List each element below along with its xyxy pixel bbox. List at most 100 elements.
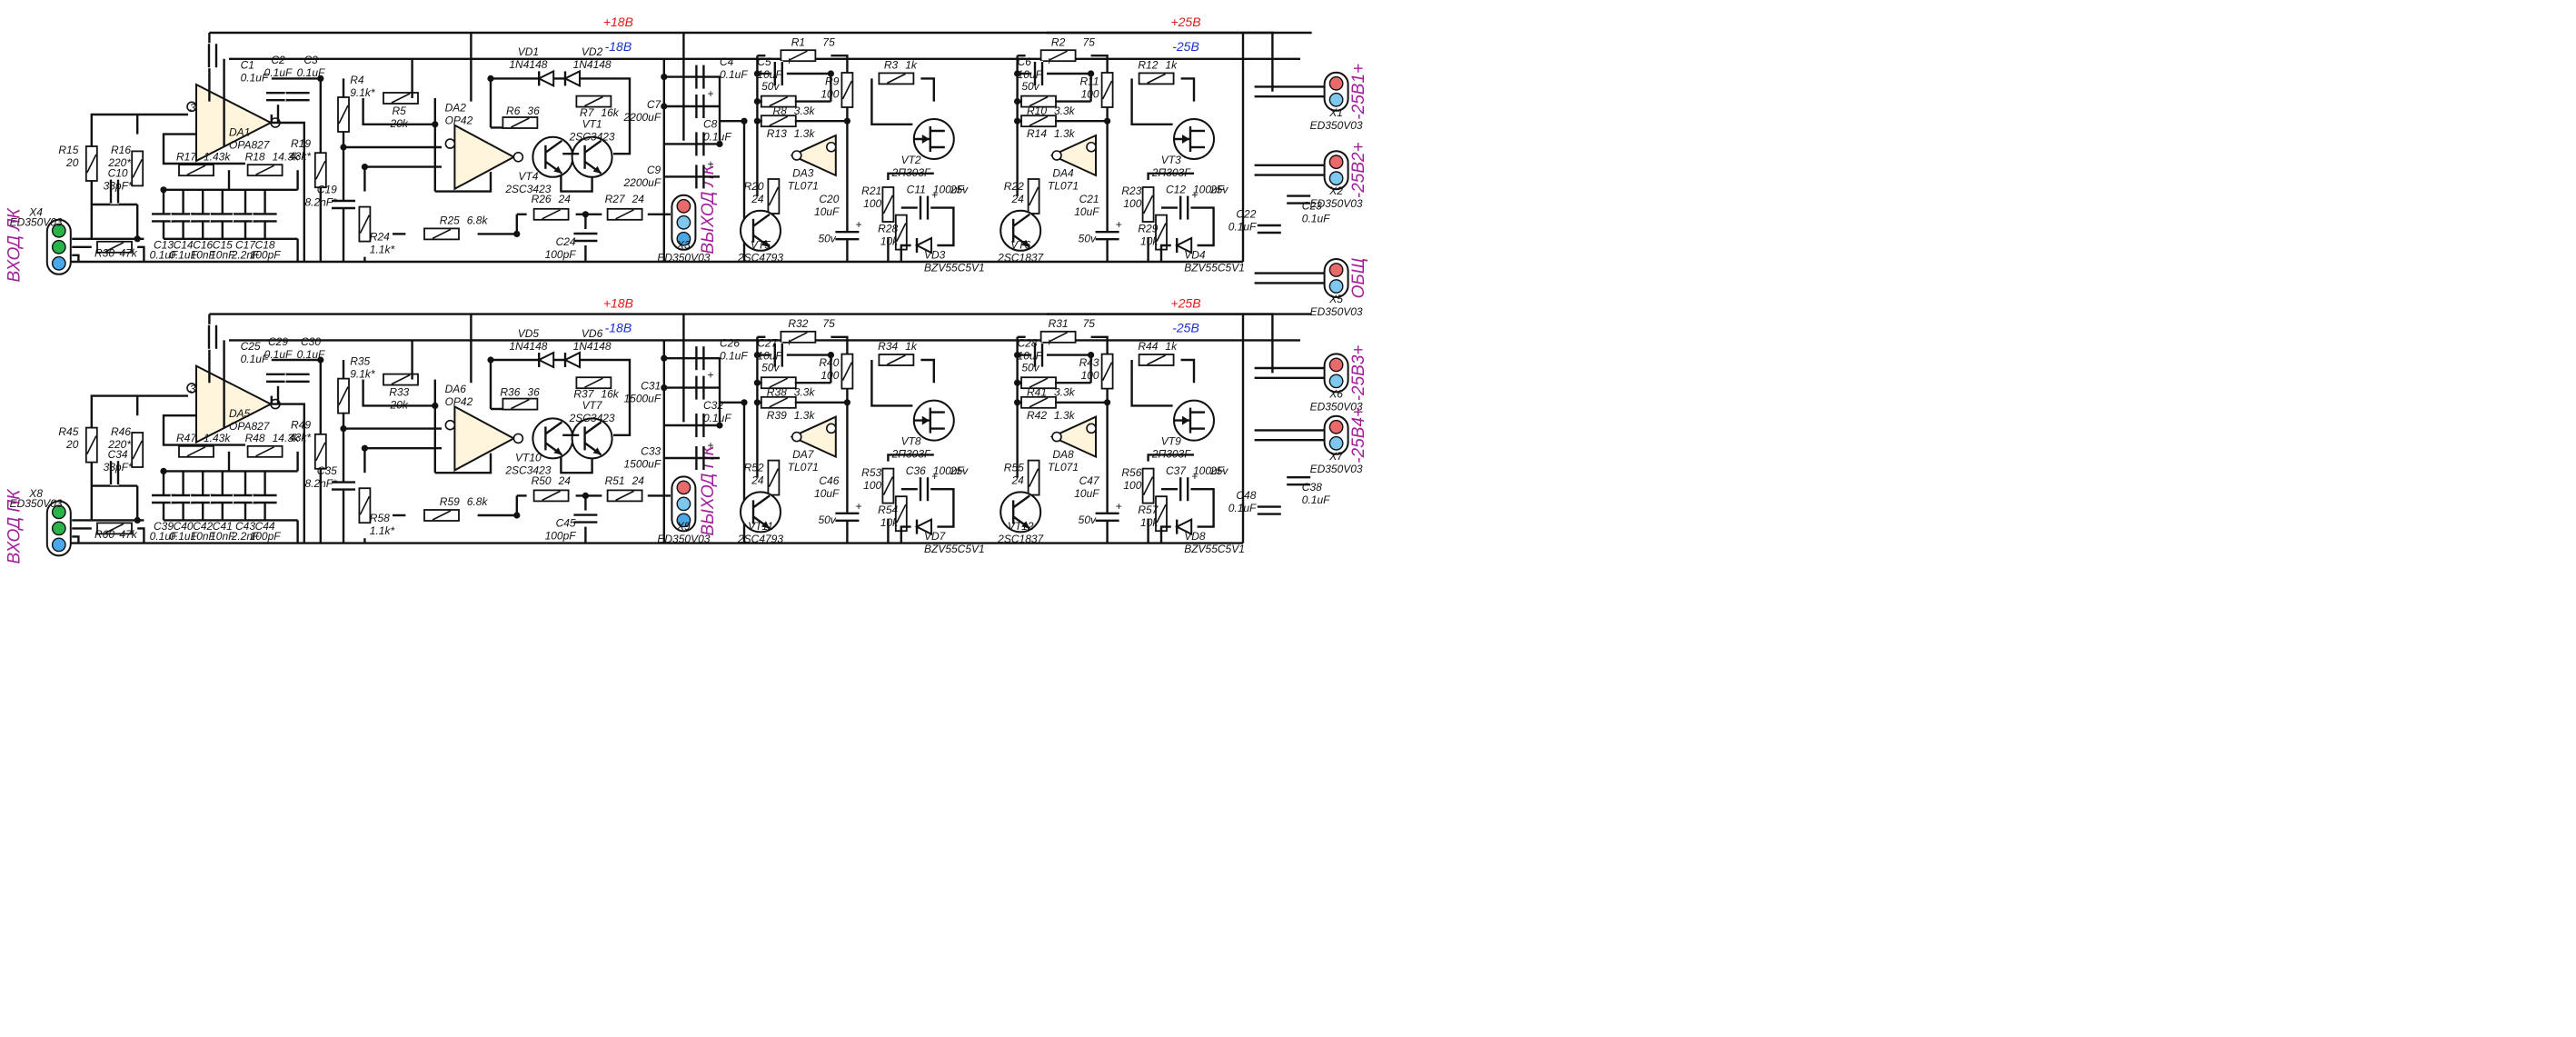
c-bank-value-0: 0.1uF	[150, 530, 178, 543]
junction-dot	[432, 121, 439, 128]
c-bank-ref-1: C40	[174, 520, 194, 533]
r25-mark	[432, 228, 452, 240]
c-sup-d-polarity: +	[707, 439, 713, 452]
c-x1-value: 0.1uF	[1228, 220, 1257, 233]
reg-a-c-z-value: 100uF	[933, 464, 965, 477]
q-a-model: 2SC3423	[569, 412, 615, 424]
c-bank-ref-4: C17	[235, 239, 256, 252]
q-b	[532, 135, 574, 178]
reg-b-zener-model: BZV55C5V1	[1184, 543, 1245, 555]
reg-b-jfet-ref: VT9	[1161, 435, 1181, 448]
reg-a-c-z-gap	[920, 194, 929, 221]
reg-a-r-div1-ref: R8	[772, 105, 787, 117]
q-b-collector	[544, 139, 563, 154]
c-bank-ref-3: C15	[213, 239, 233, 252]
w	[362, 98, 436, 192]
op2-inverting-dot	[444, 138, 456, 149]
d1	[536, 69, 555, 88]
r6-value: 36	[527, 105, 540, 117]
op1-inverting-dot	[186, 101, 197, 113]
c-bank-ref-4: C43	[235, 520, 255, 533]
input-label: ВХОД ЛК	[5, 207, 25, 283]
c-bank-1-gap	[170, 213, 196, 223]
reg-a-r-gate-value: 1k	[905, 340, 918, 353]
r-mid-mark	[315, 442, 326, 462]
r-in-b-value: 220*	[107, 156, 131, 169]
c-bank-0-gap	[151, 213, 176, 223]
input-resistor-mark	[104, 242, 124, 253]
w	[1180, 77, 1196, 102]
reg-b-r-gate-ref: R12	[1138, 59, 1158, 72]
reg-b-r-fb-ref: R11	[1079, 75, 1099, 88]
reg-a-op-model: TL071	[788, 179, 819, 192]
c-bank-value-5: 100pF	[250, 530, 282, 543]
reg-a-r-z-mark	[896, 504, 907, 523]
reg-b-zener-ref: VD4	[1184, 248, 1206, 261]
r27-value: 24	[632, 474, 645, 487]
r25-ref: R25	[440, 214, 460, 227]
c-out-gap	[572, 233, 599, 242]
r-in-a-value: 20	[65, 438, 79, 451]
r-in-a-value: 20	[65, 156, 79, 169]
reg-a-c-soft-polarity: +	[855, 500, 861, 513]
reg-b-jfet-arrow	[1182, 415, 1189, 425]
reg-b-r-fb-ref: R43	[1079, 356, 1099, 369]
c-x1-value: 0.1uF	[1228, 502, 1257, 514]
junction-dot	[716, 422, 723, 429]
reg-a-c-soft-voltage: 50v	[818, 232, 836, 244]
reg-b-c-soft-voltage: 50v	[1079, 514, 1097, 526]
reg-b-c-top-ref: C28	[1018, 337, 1038, 350]
c-bank-5-gap	[252, 494, 278, 504]
c-x1-ref: C48	[1236, 489, 1256, 502]
reg-a-r-src-ref: R53	[861, 466, 881, 479]
reg-b-c-z-ref: C37	[1166, 464, 1187, 477]
reg-a-r-div2-mark	[769, 397, 789, 408]
op1-model: OPA827	[229, 138, 271, 151]
junction-dot	[753, 98, 761, 105]
reg-a-c-z-voltage: 25v	[950, 183, 969, 195]
reg-b-r-gate-mark	[1147, 354, 1166, 365]
c-x2-value: 0.1uF	[1302, 494, 1330, 506]
reg-a-c-soft-ref: C46	[819, 474, 839, 487]
r-in-a-mark	[86, 154, 97, 174]
power-connector-3-pin-1	[1328, 263, 1344, 277]
reg-a-r-div2-ref: R39	[767, 409, 787, 422]
c-bank-ref-2: C42	[193, 520, 213, 533]
w	[137, 245, 145, 262]
r-low-mark	[359, 495, 371, 515]
reg-a-r-src-mark	[882, 194, 894, 214]
r-in-a-ref: R45	[58, 425, 78, 438]
c-bank-2-gap	[190, 494, 216, 504]
q-a-arrow	[592, 447, 602, 455]
r26-value: 24	[558, 193, 572, 205]
r-top-mark	[338, 105, 349, 125]
input-resistor-mark	[104, 523, 124, 534]
q-a-collector	[583, 421, 602, 435]
reg-a-r-div2-ref: R13	[767, 127, 787, 140]
r-in-b-value: 220*	[107, 438, 131, 451]
reg-b-r-z-value: 10k	[1140, 235, 1159, 248]
r-fb2-value: 14.3k	[273, 150, 300, 163]
reg-b-c-z-voltage: 25v	[1209, 464, 1228, 477]
output-connector-model: ED350V03	[657, 533, 710, 545]
r-in-a-mark	[86, 435, 97, 454]
reg-b-c-z-ref: C12	[1166, 183, 1186, 195]
r26-ref: R50	[532, 474, 552, 487]
c-pair-b-ref: C3	[303, 54, 318, 66]
d2	[562, 69, 581, 88]
c-pair-a-ref: C2	[271, 54, 285, 66]
r-top-ref: R35	[350, 354, 370, 367]
reg-a-c-top-gap	[773, 61, 783, 86]
reg-a-c-soft-value: 10uF	[814, 205, 840, 218]
w	[489, 358, 632, 437]
reg-a-q-pass-ref: VT11	[748, 520, 773, 533]
trim-mark	[391, 374, 411, 385]
reg-a-r-gate-ref: R34	[878, 340, 898, 353]
w	[663, 357, 721, 423]
output-connector-ref: X3	[676, 239, 691, 252]
power-connector-1-pin-2	[1328, 92, 1344, 107]
c-fb-a-ref: C25	[241, 340, 261, 353]
reg-b-r-rail-mark	[1049, 50, 1068, 61]
c-sup-a-value: 0.1uF	[720, 350, 748, 363]
reg-a-op-output-dot	[791, 150, 802, 161]
